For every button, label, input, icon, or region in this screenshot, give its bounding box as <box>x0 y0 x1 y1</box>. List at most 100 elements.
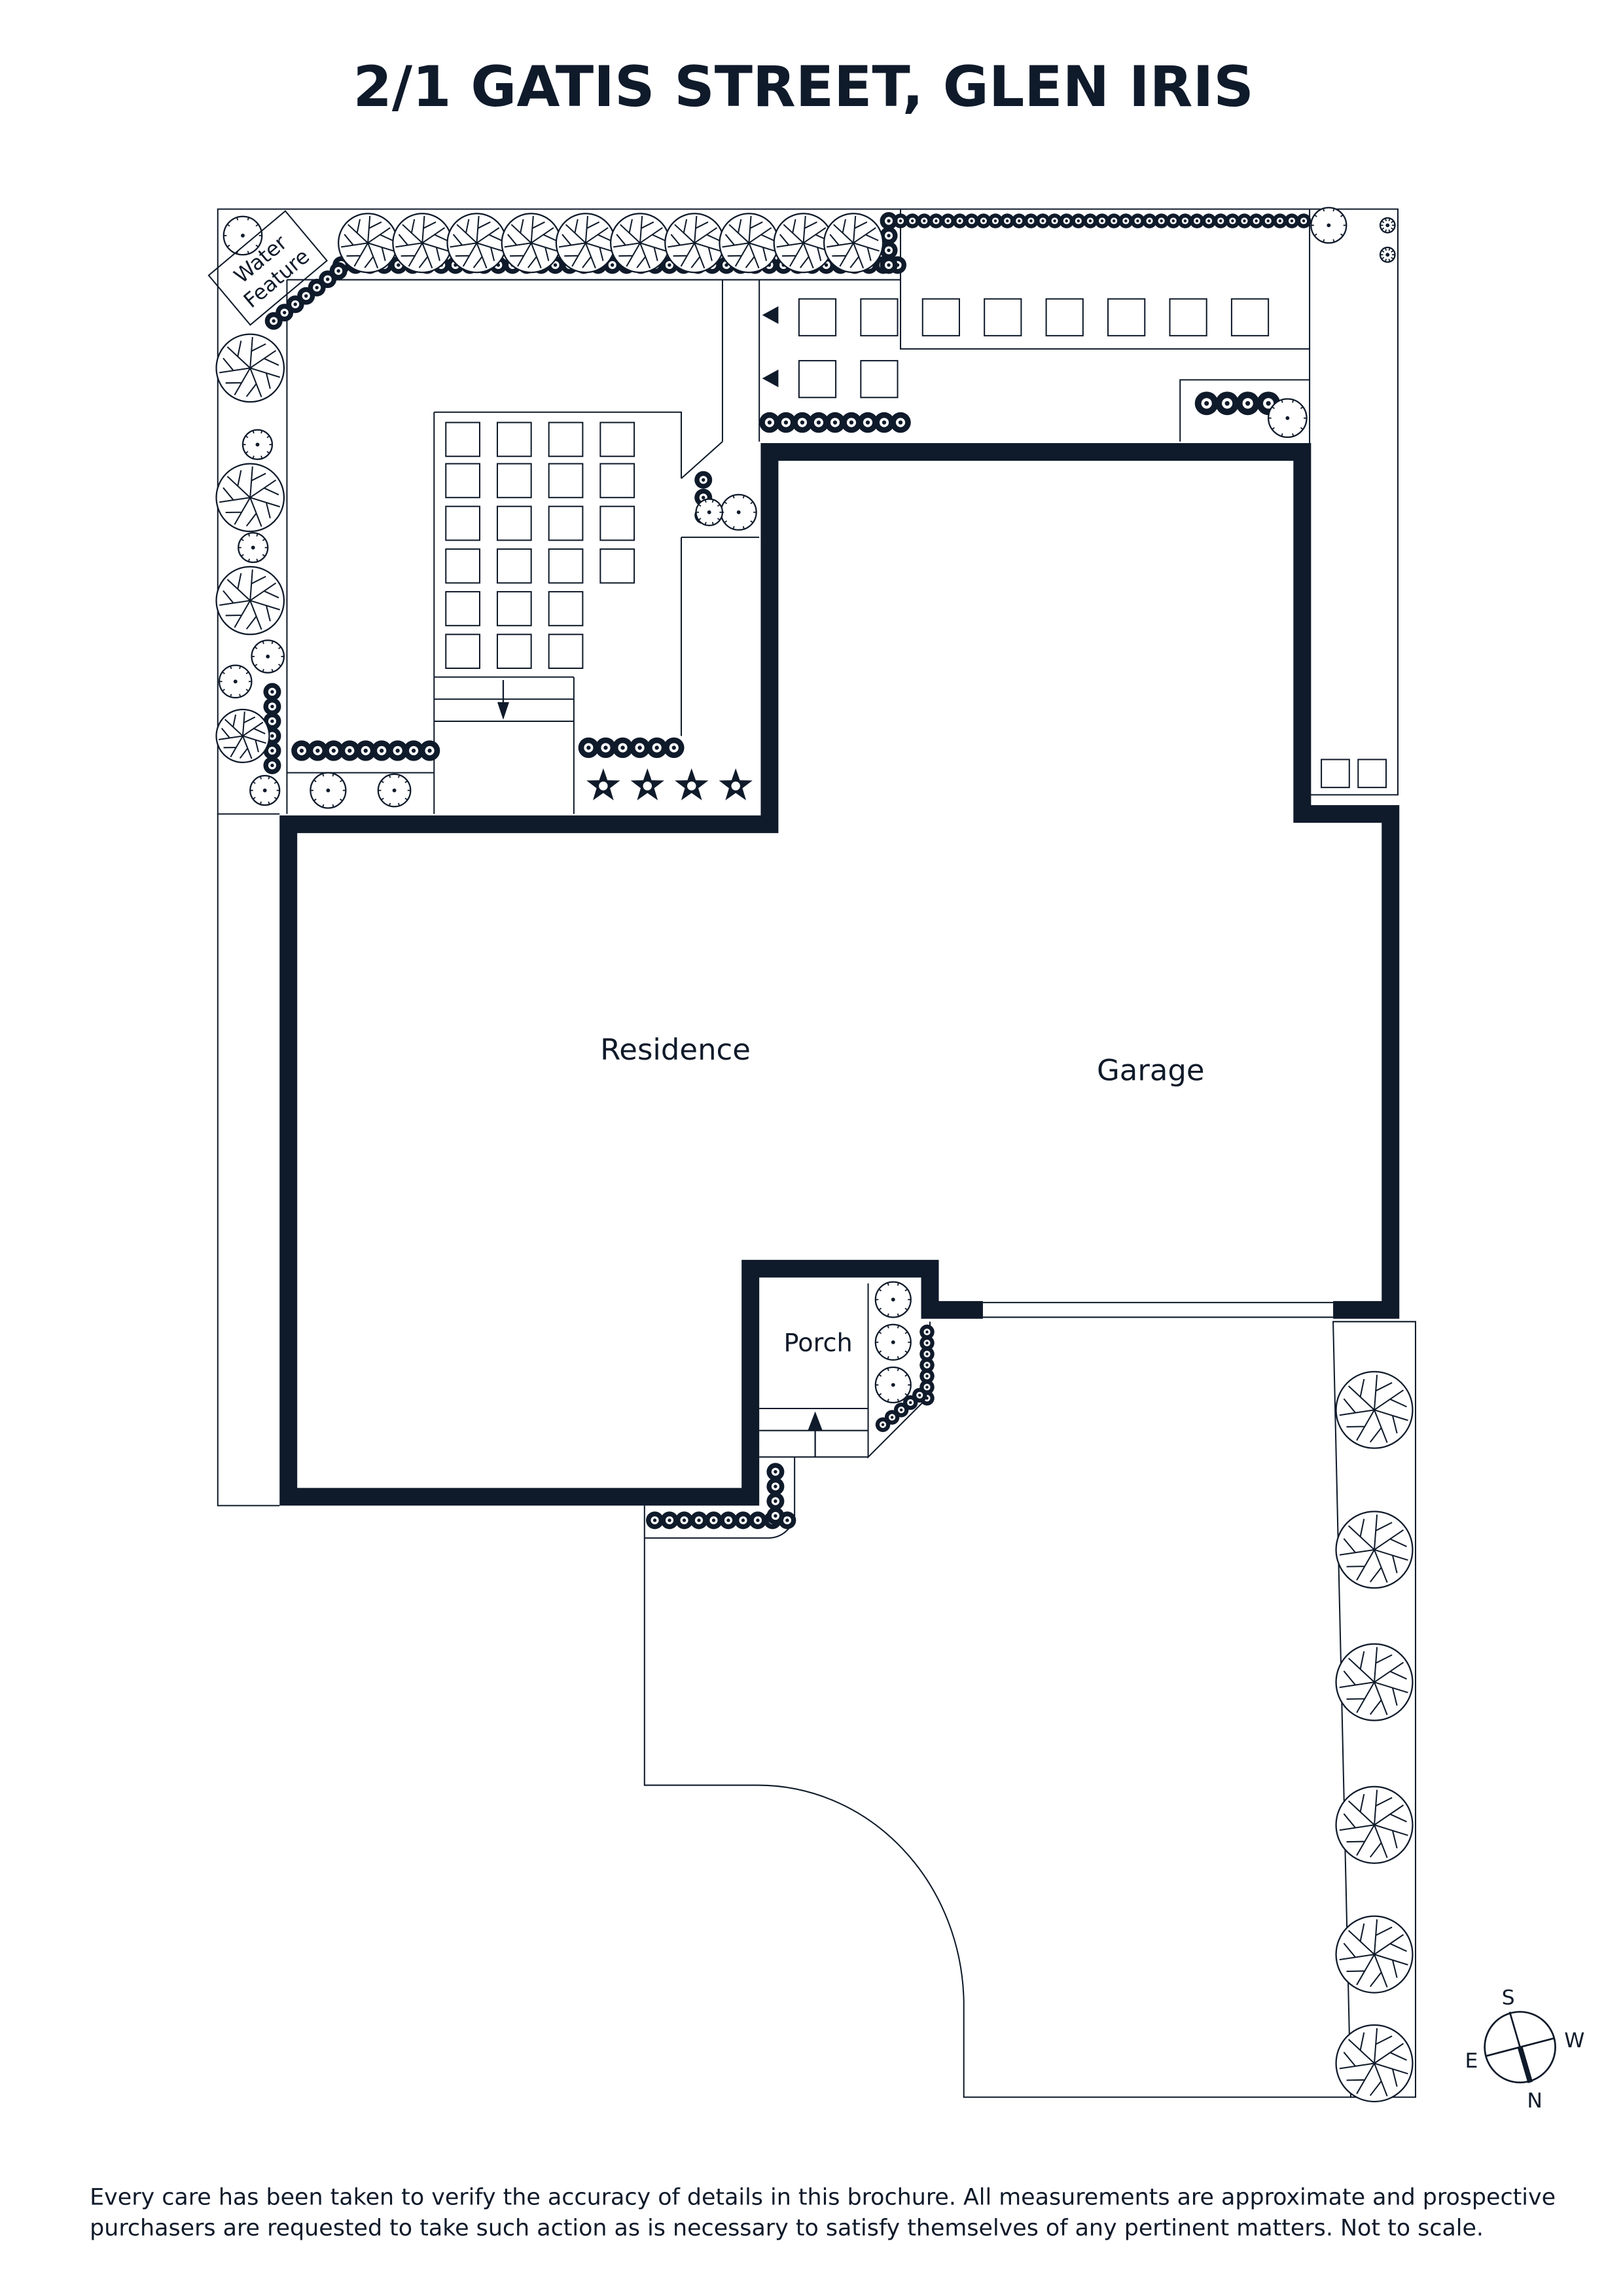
hedge-icon <box>766 1463 785 1481</box>
shrub-icon <box>1379 217 1396 234</box>
shrub-icon <box>1310 207 1347 244</box>
hedge-icon <box>1260 213 1275 228</box>
hedge-icon <box>1130 213 1145 228</box>
tree-icon <box>446 213 507 274</box>
hedge-icon <box>1284 213 1300 228</box>
paver <box>496 505 532 541</box>
hedge-icon <box>792 412 813 433</box>
tree-icon <box>1335 1643 1414 1721</box>
paver <box>548 591 584 626</box>
paver <box>798 360 837 399</box>
shrub-icon <box>874 1323 912 1361</box>
hedge-icon <box>719 1511 738 1530</box>
room-label-garage: Garage <box>1097 1053 1205 1088</box>
paver <box>496 422 532 457</box>
hedge-icon <box>880 212 898 230</box>
building-walls <box>279 443 1400 1506</box>
hedge-icon <box>690 1511 708 1530</box>
paver <box>445 505 480 541</box>
step-arrows <box>497 306 823 1458</box>
paver <box>599 505 635 541</box>
hedge-icon <box>1177 213 1193 228</box>
hedge-icon <box>339 740 361 761</box>
paver <box>548 463 584 499</box>
paver <box>798 298 837 336</box>
hedge-icon <box>1166 213 1181 228</box>
hedge-icon <box>766 1507 785 1525</box>
hedge-icon <box>1272 213 1288 228</box>
hedge-icon <box>1201 213 1217 228</box>
flower-icon <box>586 768 620 800</box>
hedge-icon <box>323 740 344 761</box>
hedge-icon <box>660 1511 679 1530</box>
paver <box>599 463 635 499</box>
hedge-icon <box>595 737 616 759</box>
hedge-icon <box>646 737 668 759</box>
shrub-icon <box>377 773 412 808</box>
hedge-icon <box>403 740 424 761</box>
hedge-icon <box>808 412 829 433</box>
hedge-icon <box>940 213 955 228</box>
paver <box>445 548 480 584</box>
hedge-icon <box>1035 213 1050 228</box>
tree-icon <box>719 213 779 274</box>
hedge-icon <box>578 737 599 759</box>
paver <box>445 463 480 499</box>
hedge-icon <box>355 740 376 761</box>
tree-icon <box>1335 1371 1414 1449</box>
paver <box>548 422 584 457</box>
hedge-icon <box>263 697 281 715</box>
room-label-residence: Residence <box>600 1032 751 1067</box>
compass-east: E <box>1465 2049 1478 2073</box>
hedge-icon <box>919 1357 935 1372</box>
hedge-icon <box>1011 213 1027 228</box>
hedge-icon <box>263 756 281 774</box>
tree-icon <box>215 565 285 636</box>
paver <box>496 591 532 626</box>
paver <box>496 463 532 499</box>
hedge-icon <box>1237 213 1252 228</box>
hedge-icon <box>612 737 633 759</box>
flower-icon <box>719 768 753 800</box>
paver <box>1045 298 1084 336</box>
hedge-icon <box>263 683 281 701</box>
hedge-icon <box>734 1511 752 1530</box>
hedge-icon <box>1225 213 1240 228</box>
hedge-icon <box>766 1477 785 1496</box>
flower-icon <box>675 768 709 800</box>
hedge-icon <box>1215 391 1240 416</box>
hedge-icon <box>999 213 1015 228</box>
paver <box>1107 298 1146 336</box>
tree-icon <box>338 213 399 274</box>
hedge-icon <box>912 1388 927 1403</box>
tree-icon <box>555 213 616 274</box>
hedge-icon <box>694 471 713 489</box>
hedge-icon <box>675 1511 694 1530</box>
tree-icon <box>1335 2024 1414 2103</box>
hedge-icon <box>919 1346 935 1362</box>
page-title: 2/1 GATIS STREET, GLEN IRIS <box>353 55 1254 120</box>
tree-icon <box>215 708 270 764</box>
hedge-icon <box>387 740 408 761</box>
hedge-icon <box>371 740 392 761</box>
paver <box>548 548 584 584</box>
hedge-icon <box>988 213 1003 228</box>
paver <box>548 505 584 541</box>
hedge-icon <box>880 256 898 274</box>
paver <box>1169 298 1207 336</box>
hedge-icon <box>919 1335 935 1351</box>
hedge-icon <box>904 213 920 228</box>
hedge-icon <box>1094 213 1110 228</box>
shrub-icon <box>251 639 285 673</box>
tree-icon <box>609 213 671 274</box>
disclaimer-line-2: purchasers are requested to take such ac… <box>90 2215 1484 2242</box>
paver <box>599 548 635 584</box>
shrub-icon <box>241 429 274 460</box>
paver <box>984 298 1022 336</box>
paver <box>1357 759 1387 789</box>
hedge-icon <box>1249 213 1264 228</box>
paver <box>548 634 584 670</box>
hedge-icon <box>749 1511 767 1530</box>
hedge-icon <box>880 226 898 245</box>
